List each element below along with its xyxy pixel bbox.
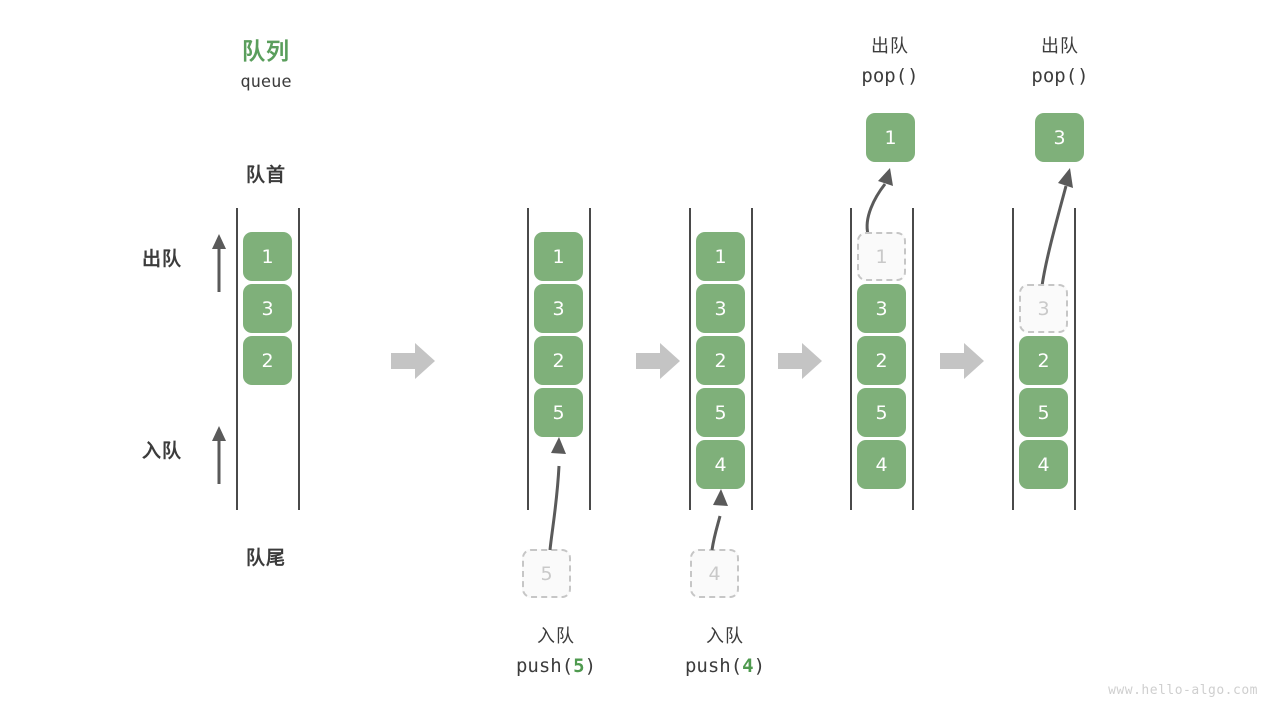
queue-rail-right-step-1 [298, 208, 300, 510]
queue-rail-left-step-2 [527, 208, 529, 510]
push-4-label-code: push(4) [655, 655, 795, 677]
step-arrow-icon [778, 343, 822, 379]
incoming-element-placeholder: 5 [522, 549, 571, 598]
push-4-code-prefix: push( [684, 655, 743, 677]
push-5-code-prefix: push( [515, 655, 574, 677]
pop-1-label-code: pop() [820, 65, 960, 87]
queue-rail-left-step-3 [689, 208, 691, 510]
queue-cell: 3 [243, 284, 292, 333]
queue-cell: 4 [696, 440, 745, 489]
push-5-code-arg: 5 [573, 655, 585, 677]
dequeue-direction-arrow-icon [212, 234, 226, 292]
pop-1-label-cn: 出队 [871, 36, 909, 57]
queue-rail-left-step-4 [850, 208, 852, 510]
queue-cell: 5 [534, 388, 583, 437]
dequeue-direction-label: 出队 [142, 248, 183, 270]
push-5-label-code: push(5) [486, 655, 626, 677]
queue-rail-right-step-4 [912, 208, 914, 510]
queue-cell-removed: 1 [857, 232, 906, 281]
queue-cell: 2 [534, 336, 583, 385]
queue-cell: 3 [696, 284, 745, 333]
step-arrow-icon [940, 343, 984, 379]
queue-rail-left-step-1 [236, 208, 238, 510]
queue-rear-label: 队尾 [245, 547, 286, 569]
queue-cell: 4 [1019, 440, 1068, 489]
pop-1-code-suffix: ) [907, 65, 919, 87]
pop-1-code-prefix: pop( [861, 65, 908, 87]
queue-cell: 4 [857, 440, 906, 489]
push-arrow-icon [710, 489, 728, 551]
pop-3-label-cn: 出队 [1041, 36, 1079, 57]
queue-title-cn: 队列 [242, 39, 290, 65]
queue-cell: 1 [534, 232, 583, 281]
pop-3-code-suffix: ) [1077, 65, 1089, 87]
push-4-label-cn: 入队 [706, 626, 744, 647]
incoming-element-placeholder: 4 [690, 549, 739, 598]
queue-rail-right-step-2 [589, 208, 591, 510]
pop-arrow-icon [1040, 168, 1073, 287]
push-4-code-arg: 4 [742, 655, 754, 677]
queue-title-en: queue [240, 72, 292, 92]
step-arrow-icon [636, 343, 680, 379]
push-4-code-suffix: ) [753, 655, 766, 677]
queue-rail-right-step-5 [1074, 208, 1076, 510]
watermark: www.hello-algo.com [1108, 683, 1258, 698]
push-5-label-cn: 入队 [537, 626, 575, 647]
queue-rail-left-step-5 [1012, 208, 1014, 510]
queue-cell: 1 [696, 232, 745, 281]
queue-cell: 5 [1019, 388, 1068, 437]
pop-3-code-prefix: pop( [1031, 65, 1078, 87]
pop-3-label-code: pop() [990, 65, 1130, 87]
queue-cell: 5 [857, 388, 906, 437]
popped-element: 1 [866, 113, 915, 162]
push-arrow-icon [548, 437, 566, 551]
queue-rail-right-step-3 [751, 208, 753, 510]
queue-cell: 1 [243, 232, 292, 281]
enqueue-direction-arrow-icon [212, 426, 226, 484]
queue-front-label: 队首 [245, 164, 286, 186]
queue-cell: 3 [857, 284, 906, 333]
step-arrow-icon [391, 343, 435, 379]
queue-cell: 5 [696, 388, 745, 437]
pop-arrow-icon [865, 168, 893, 235]
push-5-code-suffix: ) [584, 655, 597, 677]
queue-cell: 3 [534, 284, 583, 333]
queue-cell: 2 [1019, 336, 1068, 385]
enqueue-direction-label: 入队 [142, 440, 183, 462]
queue-cell-removed: 3 [1019, 284, 1068, 333]
queue-cell: 2 [857, 336, 906, 385]
popped-element: 3 [1035, 113, 1084, 162]
queue-cell: 2 [696, 336, 745, 385]
queue-cell: 2 [243, 336, 292, 385]
